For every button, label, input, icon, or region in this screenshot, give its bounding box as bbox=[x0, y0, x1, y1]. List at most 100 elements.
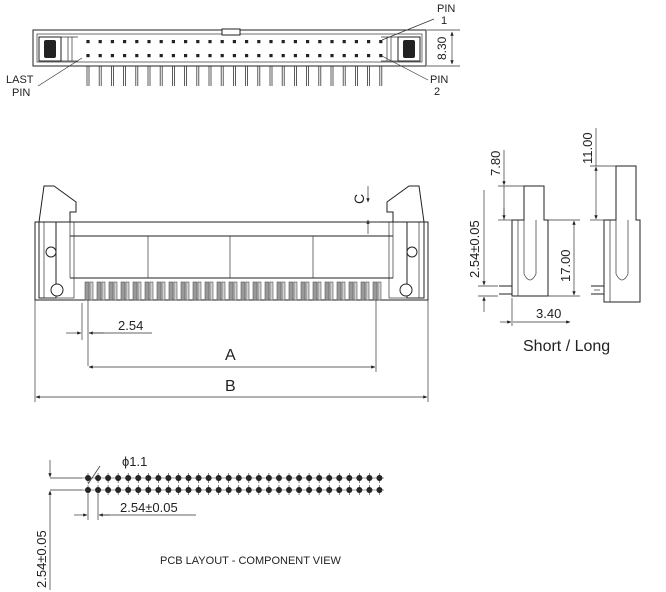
top-pin-hole bbox=[184, 54, 188, 58]
front-pin bbox=[233, 281, 238, 301]
top-pin-hole bbox=[220, 40, 224, 44]
top-pin-hole bbox=[135, 40, 139, 44]
front-pin bbox=[372, 281, 378, 301]
front-pin bbox=[89, 281, 94, 301]
front-right-hole-upper bbox=[406, 246, 418, 258]
top-pin-hole bbox=[98, 54, 102, 58]
top-pin-hole bbox=[208, 54, 212, 58]
top-pin-hole bbox=[86, 40, 90, 44]
front-pin bbox=[348, 281, 354, 301]
top-pin-hole bbox=[159, 40, 163, 44]
front-pin bbox=[84, 281, 90, 301]
pcb-row-dim: 2.54±0.05 bbox=[34, 530, 49, 588]
top-pin-hole bbox=[318, 54, 322, 58]
front-right-ejector bbox=[386, 185, 425, 299]
front-pin bbox=[156, 281, 162, 301]
top-pin-hole bbox=[171, 54, 175, 58]
top-pin-hole bbox=[379, 54, 383, 58]
front-pin bbox=[125, 281, 130, 301]
front-pin bbox=[180, 281, 186, 301]
top-pin-hole bbox=[306, 54, 310, 58]
top-pin-hole bbox=[110, 54, 114, 58]
top-pin-hole bbox=[281, 54, 285, 58]
front-pin bbox=[149, 281, 154, 301]
front-pin bbox=[360, 281, 366, 301]
top-pin-hole bbox=[159, 54, 163, 58]
top-pin-hole bbox=[147, 40, 151, 44]
top-pin-hole bbox=[306, 40, 310, 44]
front-pin bbox=[168, 281, 174, 301]
front-left-hole-lower bbox=[50, 283, 64, 297]
front-pin bbox=[216, 281, 222, 301]
top-pin-hole bbox=[354, 54, 358, 58]
front-pin-row bbox=[84, 281, 382, 301]
front-pin bbox=[377, 281, 382, 301]
front-pin bbox=[300, 281, 306, 301]
top-pin-hole bbox=[293, 54, 297, 58]
top-pin-hole bbox=[257, 40, 261, 44]
top-pin-hole bbox=[196, 40, 200, 44]
top-pin-hole bbox=[123, 54, 127, 58]
top-pin-hole bbox=[232, 40, 236, 44]
front-pin bbox=[108, 281, 114, 301]
front-pin bbox=[228, 281, 234, 301]
top-pin-hole bbox=[184, 40, 188, 44]
front-pin bbox=[276, 281, 282, 301]
front-pin bbox=[264, 281, 270, 301]
top-height-dim: 8.30 bbox=[435, 36, 449, 60]
front-pin bbox=[204, 281, 210, 301]
front-pin bbox=[209, 281, 214, 301]
front-pin bbox=[252, 281, 258, 301]
top-pin-hole bbox=[196, 54, 200, 58]
front-pin bbox=[365, 281, 370, 301]
front-pin bbox=[240, 281, 246, 301]
top-pin-hole bbox=[245, 54, 249, 58]
front-pin bbox=[305, 281, 310, 301]
pcb-caption: PCB LAYOUT - COMPONENT VIEW bbox=[160, 555, 342, 567]
pcb-pitch-dim: 2.54±0.05 bbox=[120, 500, 178, 515]
front-pin bbox=[132, 281, 138, 301]
top-pin-hole bbox=[110, 40, 114, 44]
top-pin-hole bbox=[86, 54, 90, 58]
front-pin bbox=[113, 281, 118, 301]
front-pin bbox=[137, 281, 142, 301]
front-pin bbox=[269, 281, 274, 301]
top-pin-hole bbox=[220, 54, 224, 58]
top-pin-hole bbox=[135, 54, 139, 58]
front-pin bbox=[257, 281, 262, 301]
front-pin bbox=[288, 281, 294, 301]
front-right-hole-lower bbox=[399, 283, 413, 297]
front-pin bbox=[197, 281, 202, 301]
top-pin-hole bbox=[342, 54, 346, 58]
top-left-latch bbox=[38, 36, 78, 62]
front-pin bbox=[144, 281, 150, 301]
top-pin-hole bbox=[123, 40, 127, 44]
dim-17-00: 17.00 bbox=[558, 249, 573, 282]
dim-2-54-side: 2.54±0.05 bbox=[467, 220, 482, 278]
front-pin bbox=[293, 281, 298, 301]
dim-11-00: 11.00 bbox=[580, 132, 595, 164]
pcb-layout: 2.54±0.05 ϕ1.1 2.54±0.05 bbox=[34, 454, 384, 590]
front-pin bbox=[329, 281, 334, 301]
front-left-hole-upper bbox=[45, 246, 57, 258]
side-view-caption: Short / Long bbox=[523, 338, 610, 355]
top-pin-hole bbox=[269, 40, 273, 44]
front-pin bbox=[245, 281, 250, 301]
front-pin bbox=[353, 281, 358, 301]
top-pin-hole bbox=[208, 40, 212, 44]
top-pin-hole bbox=[342, 40, 346, 44]
side-view-long: 11.00 17.00 bbox=[548, 128, 641, 303]
top-pin-hole bbox=[293, 40, 297, 44]
last-pin-label-line2: PIN bbox=[12, 87, 30, 99]
pin1-number: 1 bbox=[441, 15, 447, 27]
dim-3-40: 3.40 bbox=[536, 306, 561, 321]
dim-c-label: C bbox=[351, 194, 367, 204]
pcb-hole-grid bbox=[82, 473, 384, 495]
front-pin bbox=[120, 281, 126, 301]
front-pin bbox=[192, 281, 198, 301]
front-pin bbox=[161, 281, 166, 301]
top-pin-hole bbox=[318, 40, 322, 44]
front-pin bbox=[341, 281, 346, 301]
top-pin-hole bbox=[330, 40, 334, 44]
